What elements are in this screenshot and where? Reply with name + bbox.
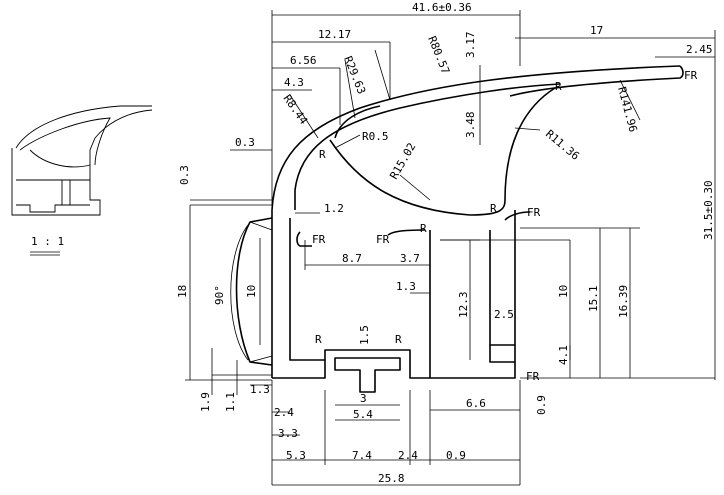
dim-overall-width: 41.6±0.36: [412, 1, 472, 14]
dim-6-56: 6.56: [290, 54, 317, 67]
radius-r29-63: R29.63: [341, 54, 368, 96]
dim-3-3: 3.3: [278, 427, 298, 440]
dimension-lines: [185, 10, 716, 486]
marker-fr-1: FR: [312, 233, 326, 246]
dim-2-5: 2.5: [494, 308, 514, 321]
dim-6-6: 6.6: [466, 397, 486, 410]
radius-r141-96: R141.96: [615, 85, 640, 133]
dim-5-4: 5.4: [353, 408, 373, 421]
marker-r-5: R: [315, 333, 322, 346]
radius-r0-5: R0.5: [362, 130, 389, 143]
dim-10-left: 10: [245, 285, 258, 298]
dim-4-1: 4.1: [557, 345, 570, 365]
dim-0-9-a: 0.9: [446, 449, 466, 462]
dim-5-3: 5.3: [286, 449, 306, 462]
dim-10-right: 10: [557, 285, 570, 298]
thumbnail-profile: [11, 105, 153, 216]
marker-fr-5: FR: [526, 370, 540, 383]
radius-r80-57: R80.57: [425, 34, 452, 76]
marker-fr-2: FR: [376, 233, 390, 246]
dim-17: 17: [590, 24, 603, 37]
main-profile: [235, 65, 684, 393]
dim-1-3-mid: 1.3: [396, 280, 416, 293]
dim-0-3-top: 0.3: [235, 136, 255, 149]
dim-25-8: 25.8: [378, 472, 405, 485]
dim-1-3-low: 1.3: [250, 383, 270, 396]
marker-r-1: R: [319, 148, 326, 161]
dim-2-4-b: 2.4: [398, 449, 418, 462]
scale-label: 1 : 1: [31, 235, 64, 248]
dim-16-39: 16.39: [617, 285, 630, 318]
dim-1-5: 1.5: [358, 325, 371, 345]
marker-r-2: R: [555, 80, 562, 93]
radius-r8-44: R8.44: [281, 92, 311, 127]
angle-90: 90°: [213, 285, 226, 305]
dim-1-9: 1.9: [199, 392, 212, 412]
dim-7-4: 7.4: [352, 449, 372, 462]
dim-15-1: 15.1: [587, 286, 600, 313]
dim-2-4-a: 2.4: [274, 406, 294, 419]
dim-3-17: 3.17: [464, 32, 477, 59]
dim-1-1: 1.1: [224, 392, 237, 412]
marker-fr-4: FR: [684, 69, 698, 82]
dim-3: 3: [360, 392, 367, 405]
marker-r-3: R: [490, 202, 497, 215]
marker-r-4: R: [420, 222, 427, 235]
radius-r11-36: R11.36: [543, 127, 582, 163]
dim-0-9-b: 0.9: [535, 395, 548, 415]
dim-1-2: 1.2: [324, 202, 344, 215]
dim-3-48: 3.48: [464, 112, 477, 139]
dim-12-3: 12.3: [457, 292, 470, 319]
marker-fr-3: FR: [527, 206, 541, 219]
dim-4-3: 4.3: [284, 76, 304, 89]
dim-2-45: 2.45: [686, 43, 713, 56]
dim-0-3-side: 0.3: [178, 165, 191, 185]
dim-18: 18: [176, 285, 189, 298]
radius-r15-02: R15.02: [387, 141, 418, 182]
marker-r-6: R: [395, 333, 402, 346]
dim-12-17: 12.17: [318, 28, 351, 41]
dim-31-5: 31.5±0.30: [702, 180, 715, 240]
dim-8-7: 8.7: [342, 252, 362, 265]
dim-3-7: 3.7: [400, 252, 420, 265]
